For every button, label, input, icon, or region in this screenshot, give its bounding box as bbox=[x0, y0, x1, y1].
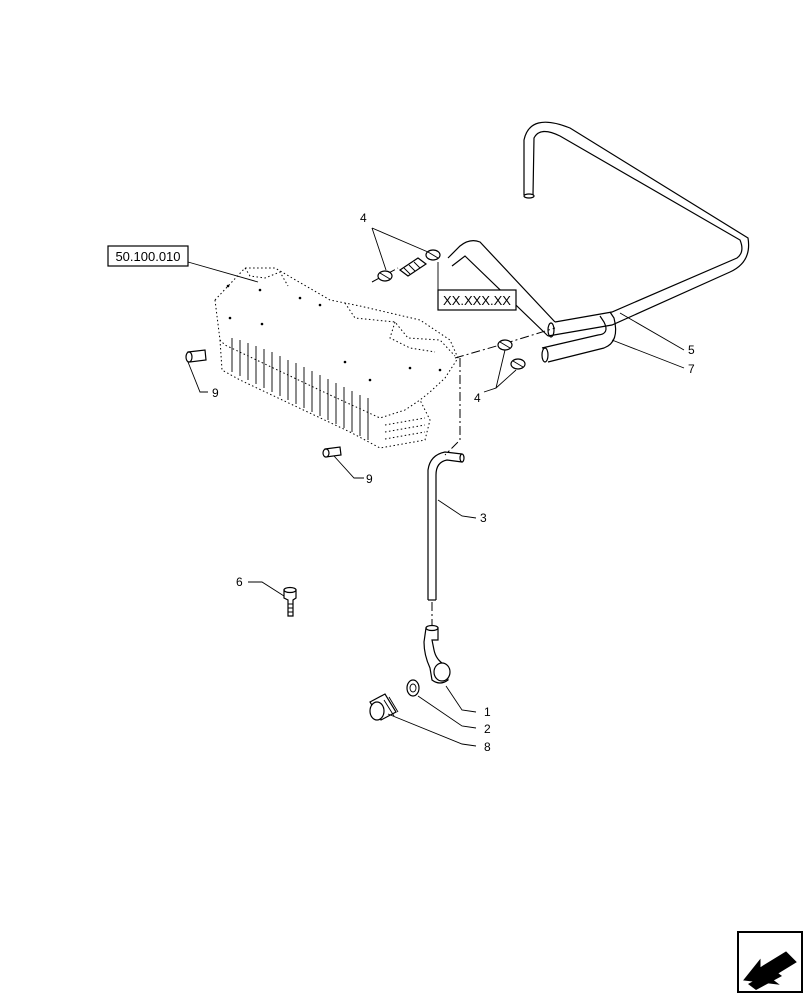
centerline-drop bbox=[444, 358, 461, 456]
hose-clamp-top-1 bbox=[425, 249, 441, 261]
hose-vertical bbox=[427, 451, 465, 601]
hose-clamp-right-2 bbox=[510, 358, 526, 370]
plug-part-9-left bbox=[185, 349, 207, 363]
hose-clamp-right-1 bbox=[497, 339, 513, 351]
plug-part-9-bottom bbox=[322, 446, 342, 458]
callout-6: 6 bbox=[236, 575, 243, 589]
centerline-valve bbox=[371, 267, 399, 283]
callout-4-top: 4 bbox=[360, 211, 367, 225]
callout-1: 1 bbox=[484, 705, 491, 719]
drain-valve bbox=[398, 257, 428, 277]
leader-lines bbox=[187, 227, 685, 747]
callout-5: 5 bbox=[688, 343, 695, 357]
callout-9-left: 9 bbox=[212, 386, 219, 400]
elbow-fitting bbox=[423, 624, 451, 684]
svg-text:50.100.010: 50.100.010 bbox=[115, 249, 180, 264]
callout-3: 3 bbox=[480, 511, 487, 525]
fitting-part-6 bbox=[283, 586, 297, 617]
valve-reference-box[interactable]: XX.XXX.XX bbox=[437, 289, 517, 311]
banjo-bolt bbox=[369, 693, 399, 721]
radiator-assembly bbox=[214, 267, 459, 449]
hose-lower bbox=[541, 311, 617, 363]
radiator-reference-box[interactable]: 50.100.010 bbox=[107, 245, 189, 267]
hose-upper bbox=[447, 121, 750, 338]
svg-text:XX.XXX.XX: XX.XXX.XX bbox=[443, 293, 511, 308]
radiator-fins bbox=[231, 338, 369, 440]
callout-2: 2 bbox=[484, 722, 491, 736]
callout-7: 7 bbox=[688, 362, 695, 376]
radiator-screw-marks bbox=[226, 284, 442, 382]
sealing-washer bbox=[406, 679, 420, 697]
next-page-arrow-icon[interactable] bbox=[737, 931, 803, 993]
callout-4-bottom: 4 bbox=[474, 391, 481, 405]
callout-8: 8 bbox=[484, 740, 491, 754]
hose-clamp-top-2 bbox=[377, 270, 393, 282]
callout-9-bottom: 9 bbox=[366, 472, 373, 486]
